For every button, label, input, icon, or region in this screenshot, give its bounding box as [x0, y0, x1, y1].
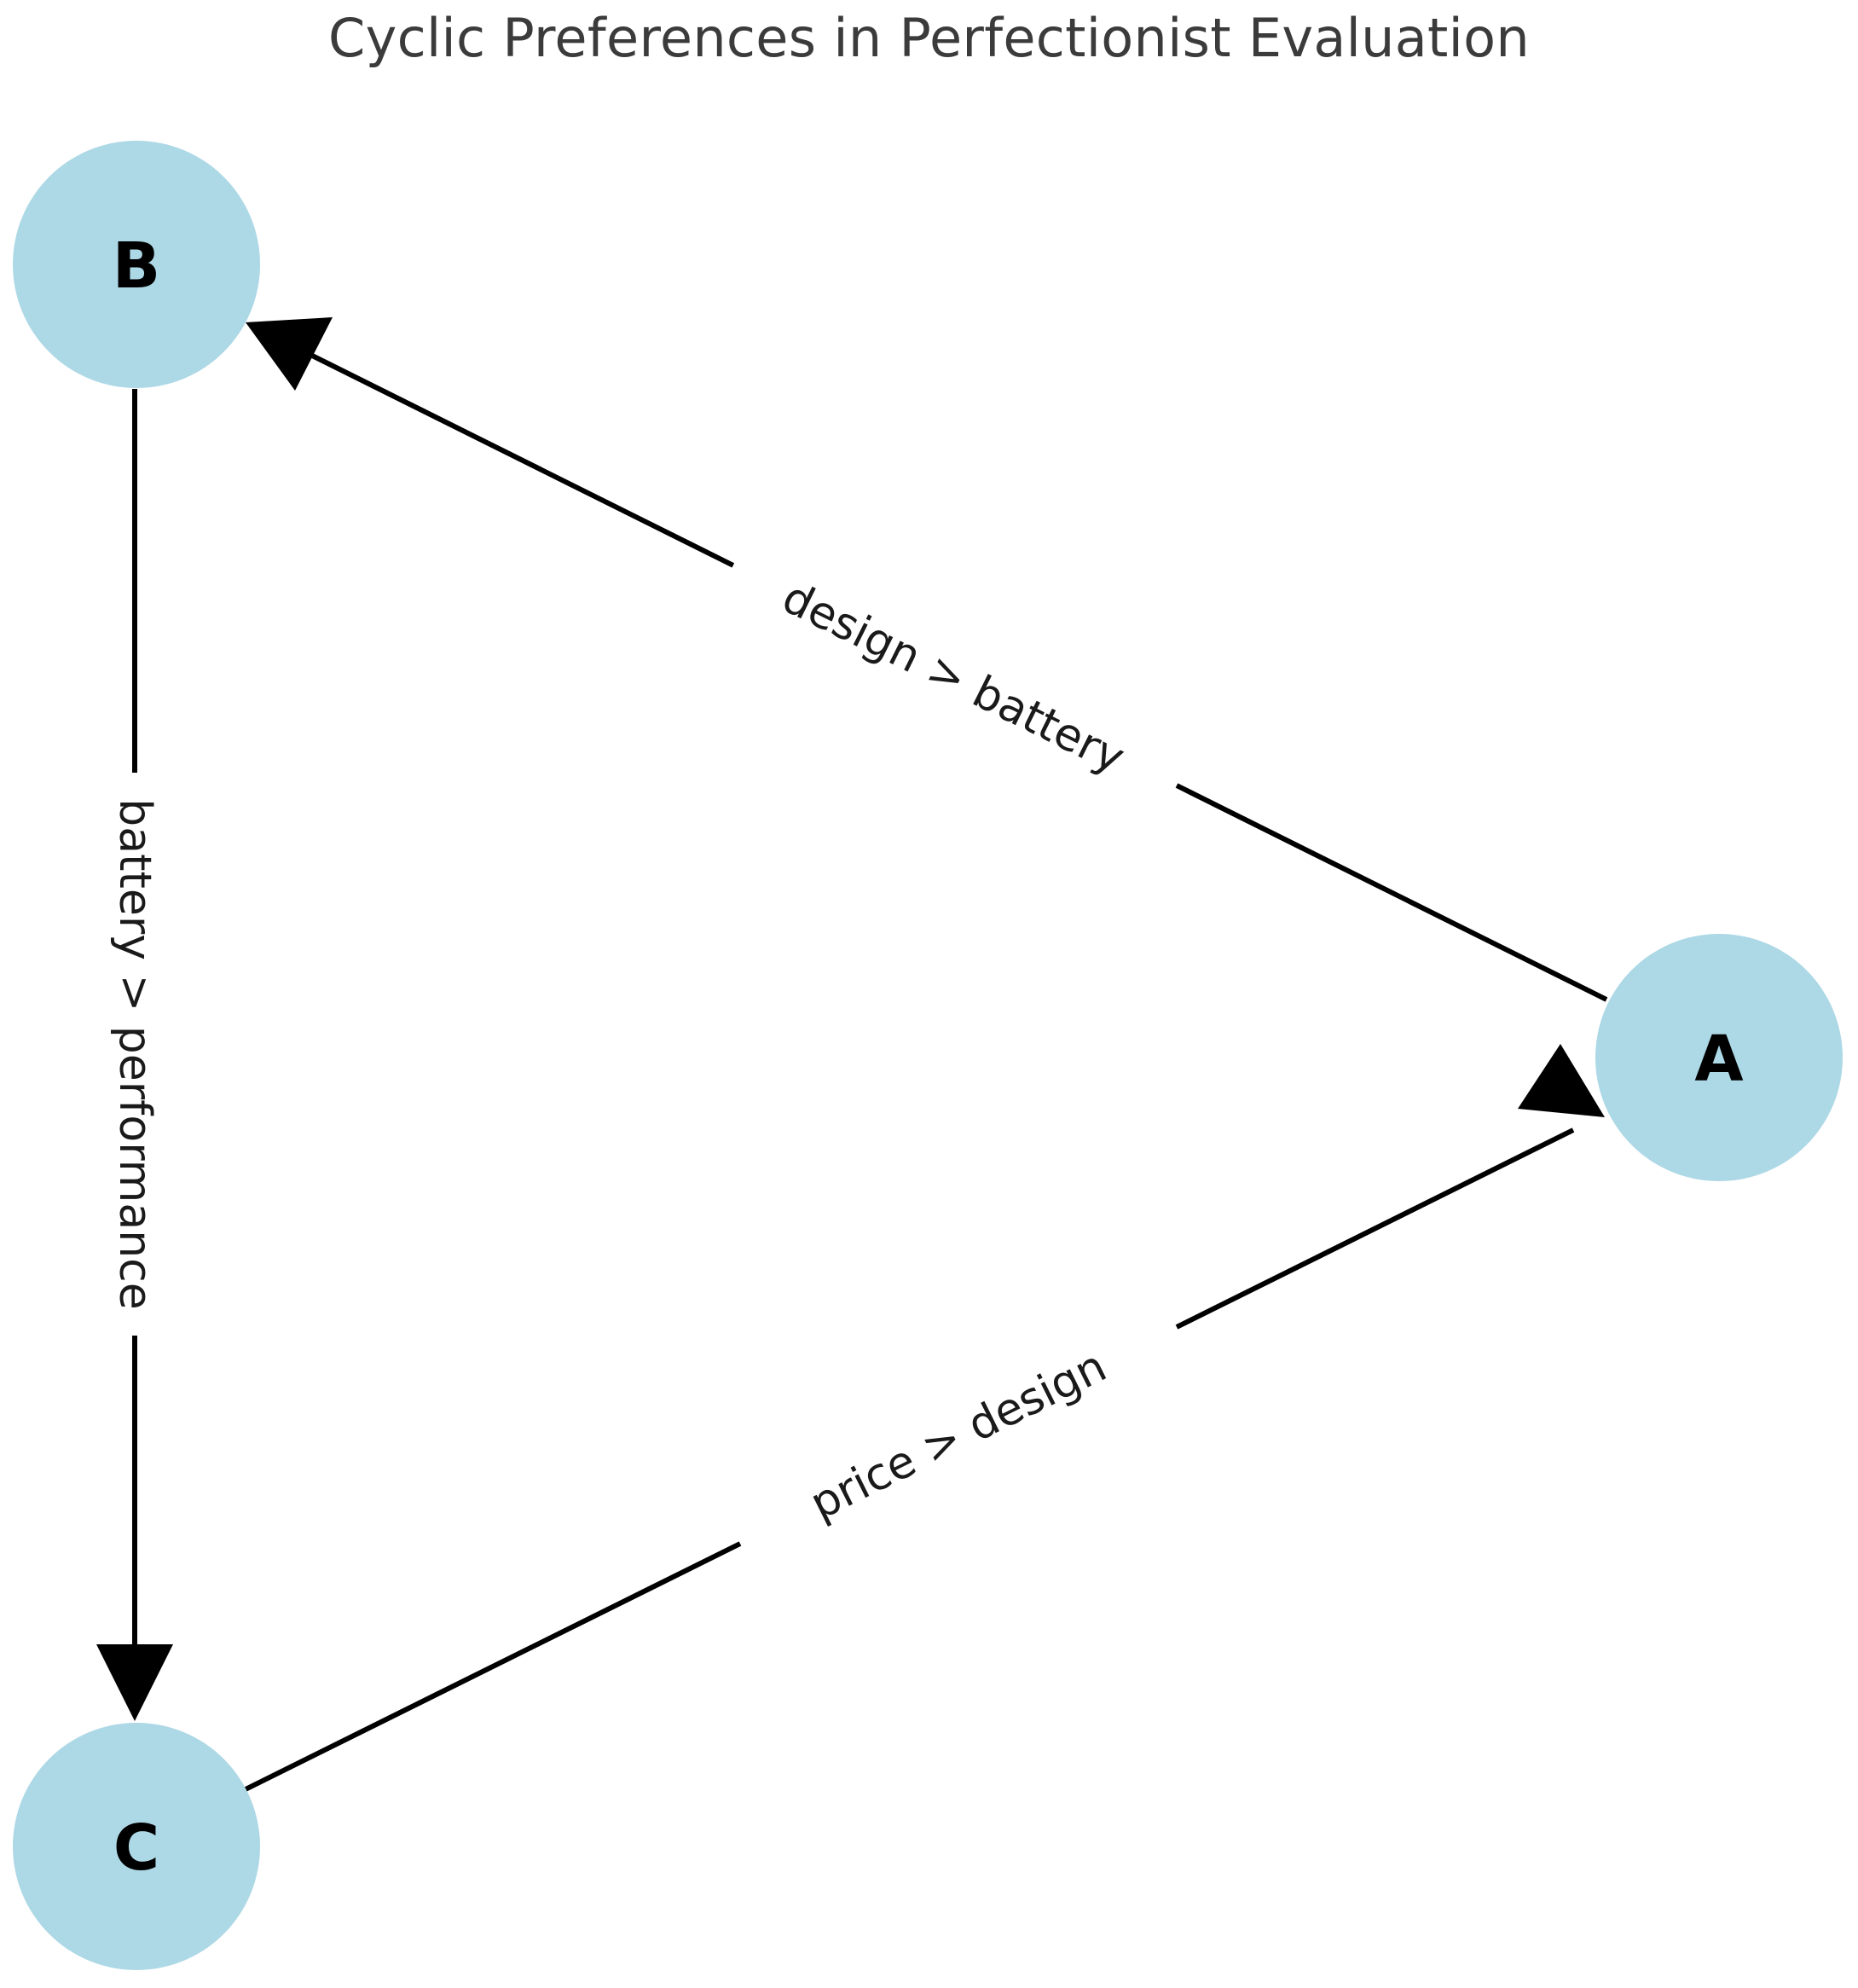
page-title: Cyclic Preferences in Perfectionist Eval…: [327, 7, 1530, 69]
edge-a-to-b-line-lower: [1175, 783, 1608, 1002]
edge-a-to-b-label: design > battery: [774, 572, 1132, 785]
edge-b-to-c-label-backdrop: [102, 773, 167, 1336]
node-a-circle[interactable]: [1595, 934, 1843, 1181]
edge-b-to-c-label-group: battery > performance: [102, 773, 167, 1336]
edge-b-to-c-label: battery > performance: [109, 798, 160, 1309]
edge-a-to-b-line-upper: [269, 333, 735, 568]
node-b[interactable]: B: [13, 141, 260, 388]
node-a-label: A: [1694, 1023, 1743, 1096]
edge-c-to-a-line-lower: [244, 1541, 742, 1792]
edge-b-to-c[interactable]: battery > performance: [96, 389, 173, 1721]
edge-c-to-a-label-group: price > design: [738, 1303, 1179, 1568]
edge-a-to-b[interactable]: design > battery: [246, 317, 1608, 1002]
edge-c-to-a-label: price > design: [802, 1341, 1114, 1530]
node-a[interactable]: A: [1595, 934, 1843, 1181]
node-b-label: B: [113, 229, 160, 303]
edge-c-to-a-label-backdrop: [738, 1303, 1179, 1568]
node-c-label: C: [113, 1811, 159, 1885]
edge-c-to-a-arrowhead: [1518, 1044, 1605, 1117]
edge-c-to-a[interactable]: price > design: [244, 1044, 1605, 1792]
edge-a-to-b-label-backdrop: [717, 539, 1189, 817]
edge-a-to-b-arrowhead: [246, 317, 333, 391]
node-b-circle[interactable]: [13, 141, 260, 388]
node-c-circle[interactable]: [13, 1723, 260, 1970]
edge-a-to-b-label-group: design > battery: [717, 539, 1189, 817]
edge-c-to-a-line-upper: [1175, 1127, 1575, 1330]
edge-b-to-c-arrowhead: [96, 1644, 173, 1721]
node-c[interactable]: C: [13, 1723, 260, 1970]
